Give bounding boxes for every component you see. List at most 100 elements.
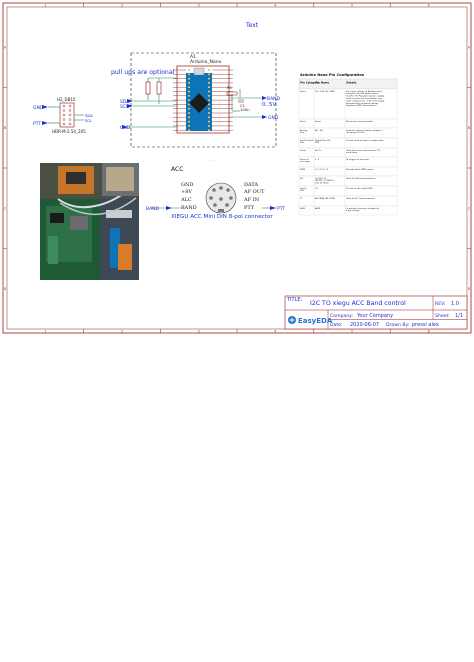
pin-table-cell: Provides 8-bit PWM output. (346, 168, 375, 171)
sheet-value: 1/1 (455, 313, 463, 319)
easyeda-logo-text: EasyEDA (298, 317, 333, 325)
nano-pad-right (208, 77, 210, 80)
frame-col-label-bottom: 4 (274, 329, 276, 333)
nano-pad-left (188, 116, 190, 119)
header-name: HDR-M-2.54_2X5 (52, 129, 86, 134)
net-band-right: BAND (267, 96, 281, 102)
header-connector: H2_DB15 SDA SCL HDR-M-2.54_2X5 (52, 97, 93, 134)
company-label: Company: (330, 313, 354, 319)
arduino-pins (173, 69, 233, 131)
acc-pin-right-0: DATA (244, 182, 258, 188)
pin-table-cell: SPI (300, 178, 304, 180)
pin-table-cell: Inbuilt (300, 187, 307, 190)
arduino-nano: A1 Arduino_Nano (173, 54, 233, 134)
pin-table-cell: Resets the microcontroller. (346, 120, 374, 123)
acc-dots: · · (210, 158, 214, 163)
acc-pins-left: GND +8V ALC BAND (180, 182, 197, 211)
nano-pad-left (188, 82, 190, 84)
pin-table-cell: Analog (300, 129, 308, 132)
nano-pad-right (208, 112, 210, 114)
nano-pad-left (188, 77, 190, 80)
pin-table-cell: Used to receive and transmit TTL (346, 149, 381, 152)
acc-pin-left-3: BAND (181, 205, 197, 211)
pin-table-row (298, 88, 398, 120)
nano-pad-left (188, 107, 190, 110)
drawn-value: pressl alex (412, 322, 439, 328)
nano-pad-right (208, 129, 210, 131)
title-block: TITLE: I2C TO xiegu ACC Band control REV… (284, 295, 468, 330)
acc-title: ACC (171, 166, 183, 173)
title-label: TITLE: (286, 297, 303, 303)
header-pin (62, 104, 66, 108)
date-label: Date: (330, 322, 343, 328)
nano-pad-left (188, 99, 190, 101)
pin-table-cell: To provide reference voltage for (346, 207, 379, 210)
nano-pad-right (208, 86, 210, 88)
pin-table-header: Details (346, 81, 357, 85)
frame-row-label-right: D (468, 287, 471, 291)
wires (48, 89, 262, 128)
acc-hole (219, 186, 223, 190)
frame-row-label-left: B (4, 126, 6, 130)
pin-table-header: Pin Category (300, 81, 319, 85)
nano-pad-left (188, 90, 190, 93)
pin-table-cell: Power (300, 90, 306, 93)
acc-hole (219, 197, 223, 201)
nano-pad-right (208, 95, 210, 97)
acc-ptt-flag (270, 206, 276, 210)
pin-table-cell: Pins (300, 132, 304, 134)
acc-pin-left-1: +8V (181, 189, 192, 195)
pin-table-cell: Reset (315, 120, 321, 123)
pin-table-cell: (6-12V). 5V: Regulated power supply (346, 95, 385, 98)
net-band-acc: BAND (146, 206, 160, 212)
frame-col-label-top: 2 (121, 3, 123, 7)
pin-table-cell: IIC (300, 198, 303, 200)
small-photo (102, 163, 139, 196)
frame-row-label-right: B (468, 126, 470, 130)
scl-flag (127, 104, 133, 108)
pin-table-cell: 2, 3 (315, 159, 320, 161)
nano-pad-right (208, 99, 210, 101)
easyeda-logo: EasyEDA (288, 316, 333, 325)
pin-table-cell: D13 (315, 142, 320, 144)
rev-value: 1.0 (451, 301, 459, 307)
drawn-label: Drawn By: (386, 322, 410, 328)
frame-col-label-top: 6 (428, 3, 430, 7)
acc-pin-left-0: GND (181, 182, 193, 188)
nano-pad-left (188, 125, 190, 127)
pin-table-cell: generated by on-board voltage (346, 102, 379, 105)
pin-table-cell: 10 (SS), 11 (315, 178, 327, 180)
pin-table-cell: To trigger an interrupt. (346, 158, 370, 161)
frame-ticks (3, 3, 471, 333)
nano-pad-right (208, 69, 210, 71)
pin-table-cell: Digital Pins D0 - (315, 139, 332, 142)
nano-pad-left (188, 112, 190, 114)
pin-table-cell: Used to measure analog voltage in (346, 129, 383, 132)
net-0-5v: 0..5V (262, 102, 276, 108)
frame-col-label-bottom: 3 (198, 329, 200, 333)
acc-caption: XIEGU ACC Mini DIN 8-pol connector (171, 214, 273, 220)
nano-pad-left (188, 103, 190, 106)
frame-col-label-top: 1 (44, 3, 46, 7)
acc-hole (229, 196, 233, 200)
acc-hole (209, 196, 213, 200)
pin-table-cell: 3, 5, 6, 9, 11 (315, 169, 329, 171)
acc-pin-left-2: ALC (180, 197, 192, 203)
header-pin (68, 113, 72, 117)
cap-value: 100n (240, 107, 250, 112)
pin-config-table: Arduino Nano Pin Configuration Pin Categ… (298, 73, 398, 216)
nano-pad-right (208, 90, 210, 93)
nano-pad-right (208, 107, 210, 110)
nano-pad-right (208, 120, 210, 123)
frame-col-label-bottom: 6 (428, 329, 430, 333)
acc-pins-right: DATA AF OUT AF IN PTT (243, 182, 265, 211)
acc-key (218, 209, 224, 212)
net-flags: GND PTT SDA SCL GND BAND 0..5V GND (33, 96, 281, 131)
header-pin (68, 109, 72, 112)
pin-table-cell: serial data. (346, 151, 358, 154)
net-scl: SCL (120, 104, 129, 110)
header-pin (68, 122, 72, 126)
cap-label: C1 (240, 103, 246, 108)
pin-table-grid (298, 78, 398, 216)
pin-table-cell: PWM (300, 169, 305, 171)
